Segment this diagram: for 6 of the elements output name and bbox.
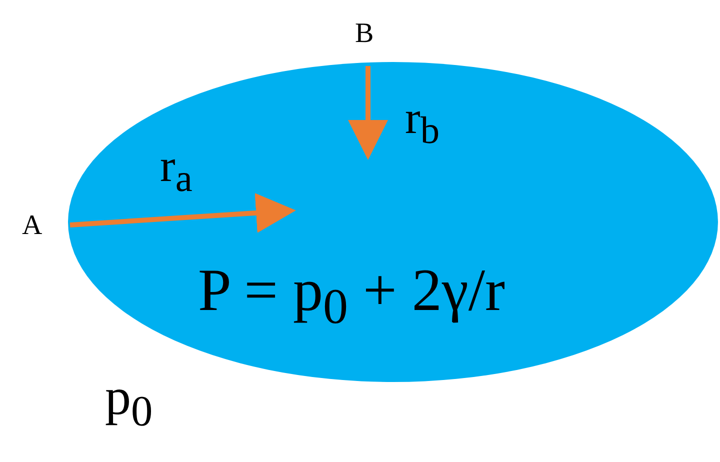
equation-text: P = p$_{0}$ + 2γ/r (198, 260, 505, 331)
point-label: B (355, 20, 374, 48)
radius-label: r$_{a}$ (160, 143, 192, 199)
point-label: A (22, 212, 42, 240)
radius-label: r$_{b}$ (405, 95, 440, 151)
pressure-label: p$_{0}$ (105, 372, 153, 434)
